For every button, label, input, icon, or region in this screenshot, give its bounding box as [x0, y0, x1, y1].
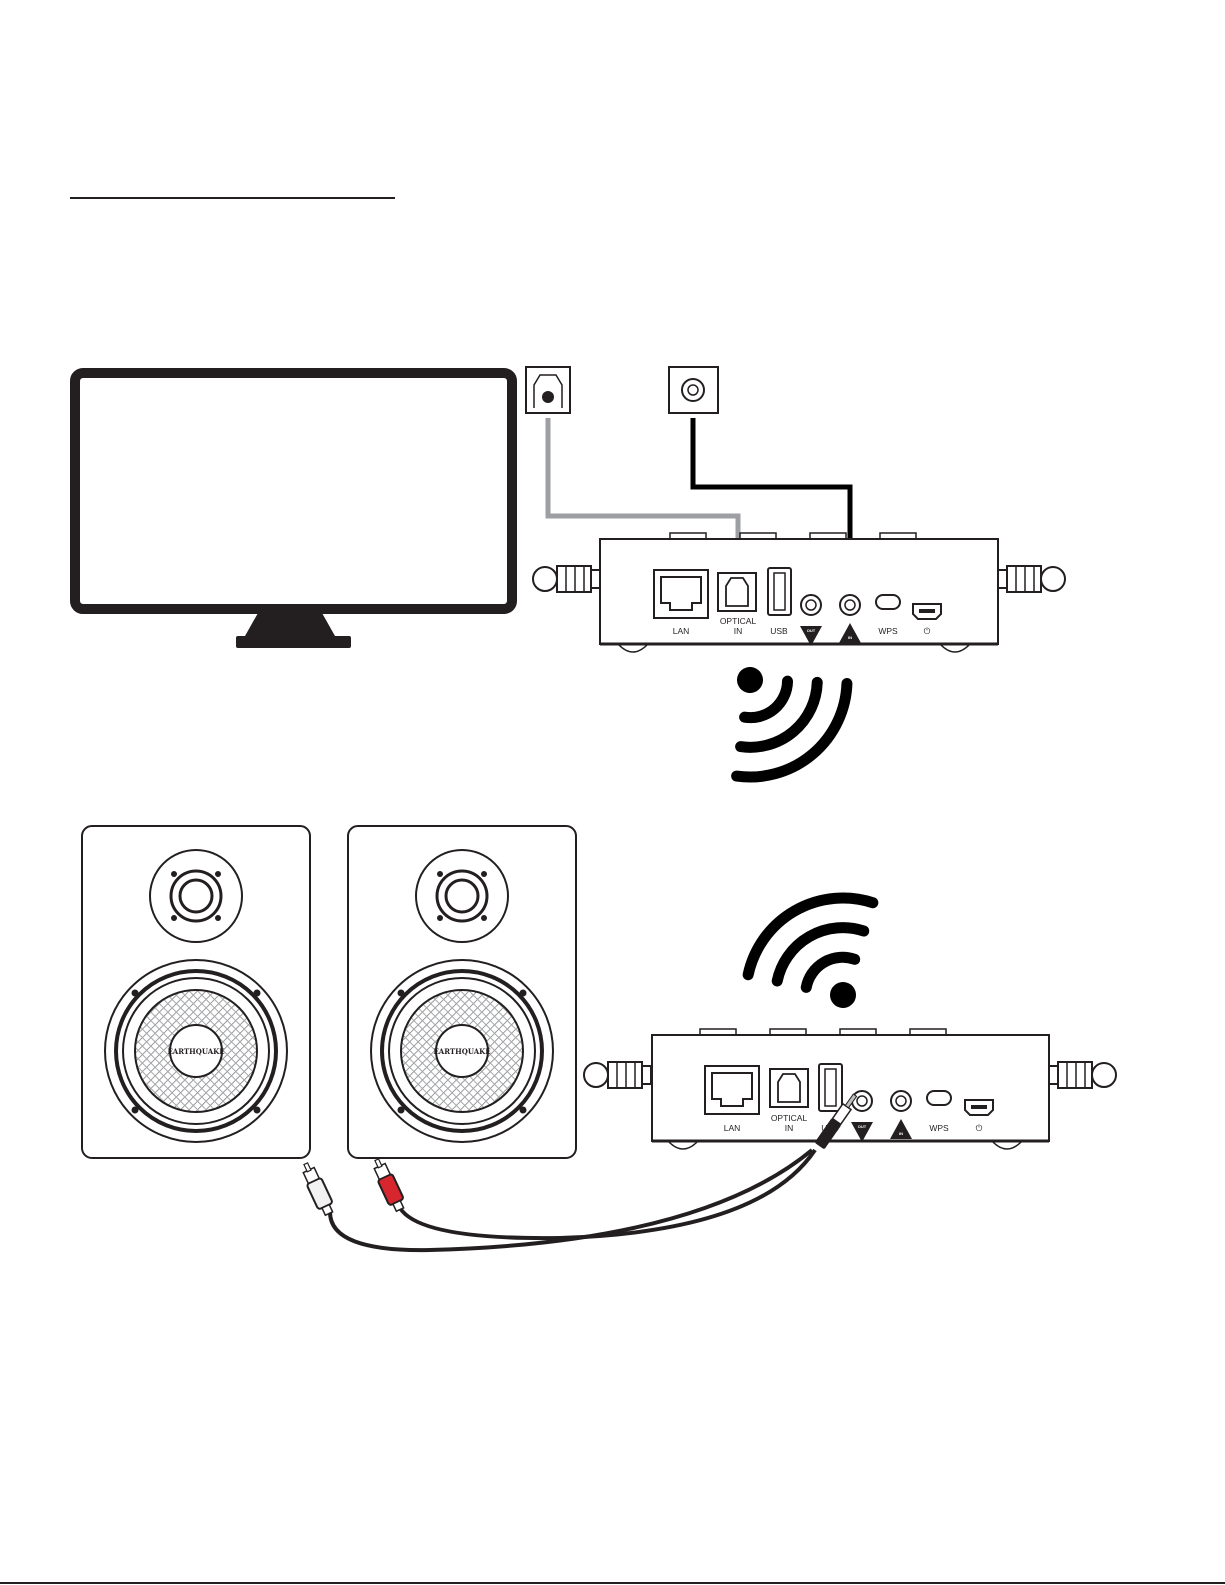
wps-label: WPS [878, 626, 898, 636]
lan-label: LAN [724, 1123, 741, 1133]
right-antenna [1049, 1062, 1116, 1088]
streamer-device-bottom: LAN OPTICAL IN USB OUT IN WPS ⏻ [584, 1029, 1116, 1149]
speaker-left: EARTHQUAKE [82, 826, 310, 1158]
lan-label: LAN [673, 626, 690, 636]
wps-label: WPS [929, 1123, 949, 1133]
streamer-device-top: LAN OPTICAL IN USB OUT IN WPS [533, 533, 1065, 652]
wifi-receive-icon [732, 875, 912, 1042]
audio-in-jack [891, 1091, 911, 1111]
power-icon: ⏻ [924, 626, 931, 636]
out-label: OUT [858, 1124, 867, 1129]
audio-in-jack [840, 595, 860, 615]
usb-label: USB [770, 626, 788, 636]
tv-optical-port [526, 367, 570, 413]
right-antenna [998, 566, 1065, 592]
in-label: IN [848, 635, 852, 640]
speaker-left-brand: EARTHQUAKE [167, 1047, 224, 1056]
optical-label-line2: IN [734, 626, 743, 636]
out-label: OUT [807, 628, 816, 633]
television [75, 373, 512, 648]
usb-port [819, 1064, 842, 1111]
left-antenna [584, 1062, 651, 1088]
rca-white-plug [298, 1160, 336, 1217]
optical-in-port [718, 573, 756, 611]
power-icon: ⏻ [976, 1123, 983, 1133]
tv-aux-port [669, 367, 718, 413]
optical-label-line2: IN [785, 1123, 794, 1133]
speaker-right-brand: EARTHQUAKE [433, 1047, 490, 1056]
audio-out-jack [852, 1091, 872, 1111]
wireless-transmit-icon [686, 624, 867, 801]
left-antenna [533, 566, 600, 592]
power-port [913, 604, 941, 619]
optical-in-port [770, 1069, 808, 1107]
audio-out-jack [801, 595, 821, 615]
lan-port [705, 1066, 759, 1114]
power-port [965, 1100, 993, 1115]
in-label: IN [899, 1131, 903, 1136]
speaker-right: EARTHQUAKE [348, 826, 576, 1158]
rca-red-plug [369, 1156, 407, 1213]
wps-button [876, 595, 900, 609]
lan-port [654, 570, 708, 618]
optical-label-line1: OPTICAL [771, 1113, 808, 1123]
wps-button [927, 1091, 951, 1105]
optical-label-line1: OPTICAL [720, 616, 757, 626]
usb-port [768, 568, 791, 615]
